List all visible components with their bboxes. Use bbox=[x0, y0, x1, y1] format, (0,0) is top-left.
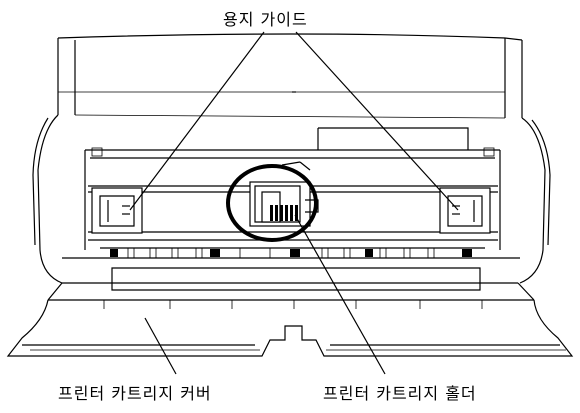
paper-chute bbox=[57, 33, 523, 119]
cartridge-cover bbox=[6, 267, 574, 357]
paper-guide-right bbox=[439, 187, 491, 234]
highlight-circle bbox=[226, 164, 318, 242]
cartridge-holder-label: 프린터 카트리지 홀더 bbox=[323, 384, 477, 403]
cartridge-holder bbox=[249, 161, 319, 227]
cartridge-cover-label: 프린터 카트리지 커버 bbox=[58, 384, 212, 403]
paper-guide-left bbox=[91, 187, 143, 234]
paper-guide-label: 용지 가이드 bbox=[223, 10, 308, 29]
scanner-body bbox=[32, 114, 551, 284]
leader-lines bbox=[129, 31, 459, 375]
